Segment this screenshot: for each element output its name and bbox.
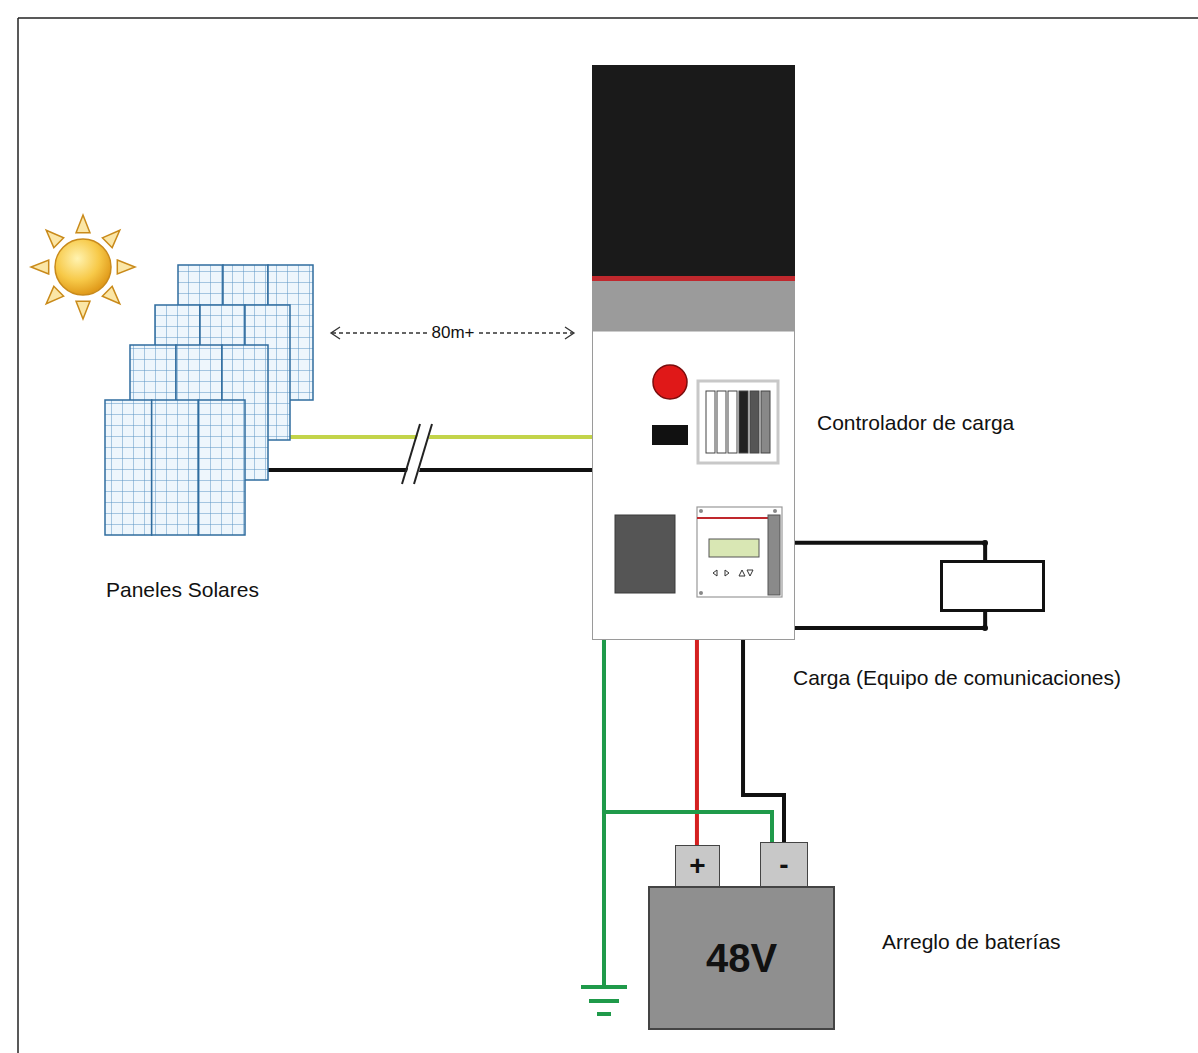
controller-stripe <box>592 276 795 281</box>
frame-line <box>18 17 1198 19</box>
meter-handle <box>768 515 780 595</box>
solar-panel-array: Paneles Solares <box>100 260 315 605</box>
switch-button <box>653 365 687 399</box>
sun-symbol <box>31 215 135 319</box>
meter-button <box>725 570 729 576</box>
battery-bank: 48VArreglo de baterías <box>648 886 835 1030</box>
screw <box>699 509 703 513</box>
wire-connector <box>604 640 772 842</box>
meter-button <box>713 570 717 576</box>
controller-body <box>593 331 795 640</box>
node-text: 48V <box>706 935 777 981</box>
ground-symbol <box>581 987 627 1014</box>
solar-panel <box>105 400 245 535</box>
dimension-label: 80m+ <box>428 323 479 343</box>
meter-button <box>739 570 745 576</box>
meter-screen <box>709 539 759 557</box>
charge-controller: Controlador de carga <box>592 65 795 640</box>
wire-connector <box>695 640 699 845</box>
sun-ray <box>76 215 90 233</box>
sun-ray <box>76 301 90 319</box>
node-caption: Paneles Solares <box>106 578 259 602</box>
breaker-pole <box>750 391 759 453</box>
breaker-pole <box>717 391 726 453</box>
ground-wire <box>604 640 605 985</box>
charge-controller-illustration <box>592 65 795 640</box>
breaker-box <box>698 381 778 463</box>
breaker-pole <box>706 391 715 453</box>
switch-base <box>652 425 688 445</box>
sun-ray <box>46 286 63 303</box>
cable-break-mark <box>402 424 432 484</box>
load-box: Carga (Equipo de comunicaciones) <box>940 560 1045 612</box>
sun-ray <box>117 260 135 274</box>
terminal-block <box>615 515 675 593</box>
frame-line <box>17 18 19 1053</box>
sun-ray <box>102 230 119 247</box>
wire-connector <box>743 640 784 842</box>
node-caption: Arreglo de baterías <box>882 930 1061 954</box>
controller-top <box>592 65 795 276</box>
wire-connector <box>795 612 985 628</box>
battery-terminal: - <box>760 842 808 888</box>
controller-band <box>592 281 795 331</box>
wire-connector <box>795 543 985 560</box>
wire-connector <box>315 435 592 439</box>
sun-ray <box>46 230 63 247</box>
meter-display <box>697 507 782 597</box>
screw <box>773 509 777 513</box>
node-caption: Controlador de carga <box>817 411 1014 435</box>
breaker-pole <box>761 391 770 453</box>
meter-stripe <box>697 517 769 519</box>
sun-ray <box>102 286 119 303</box>
node-caption: Carga (Equipo de comunicaciones) <box>793 666 1121 690</box>
battery-terminal: + <box>675 845 720 888</box>
meter-button <box>747 570 753 576</box>
breaker-pole <box>739 391 748 453</box>
node-text: + <box>689 850 705 882</box>
wire-connector <box>315 468 592 472</box>
breaker-pole <box>728 391 737 453</box>
screw <box>699 591 703 595</box>
node-text: - <box>779 849 788 881</box>
solar-panel-illustration <box>100 260 315 560</box>
sun-ray <box>31 260 49 274</box>
